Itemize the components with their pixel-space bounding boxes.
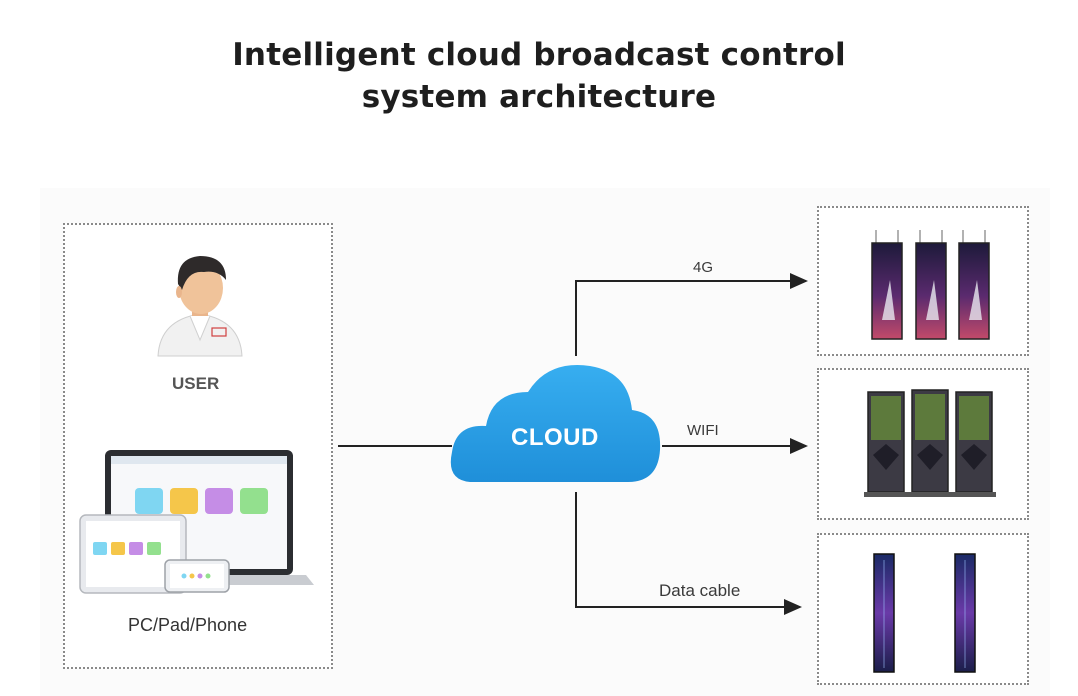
page-title: Intelligent cloud broadcast control syst…: [0, 34, 1078, 118]
title-line-2: system architecture: [361, 79, 717, 115]
display-box-4g: [817, 206, 1029, 356]
user-label: USER: [172, 374, 220, 393]
cloud-label: CLOUD: [511, 424, 599, 451]
link-label-data-cable: Data cable: [659, 581, 741, 600]
link-label-4g: 4G: [693, 259, 714, 276]
display-box-wifi: [817, 368, 1029, 520]
display-box-data-cable: [817, 533, 1029, 685]
devices-label: PC/Pad/Phone: [128, 615, 248, 635]
link-label-wifi: WIFI: [687, 422, 719, 439]
user-panel: [63, 223, 333, 669]
title-line-1: Intelligent cloud broadcast control: [232, 37, 846, 73]
